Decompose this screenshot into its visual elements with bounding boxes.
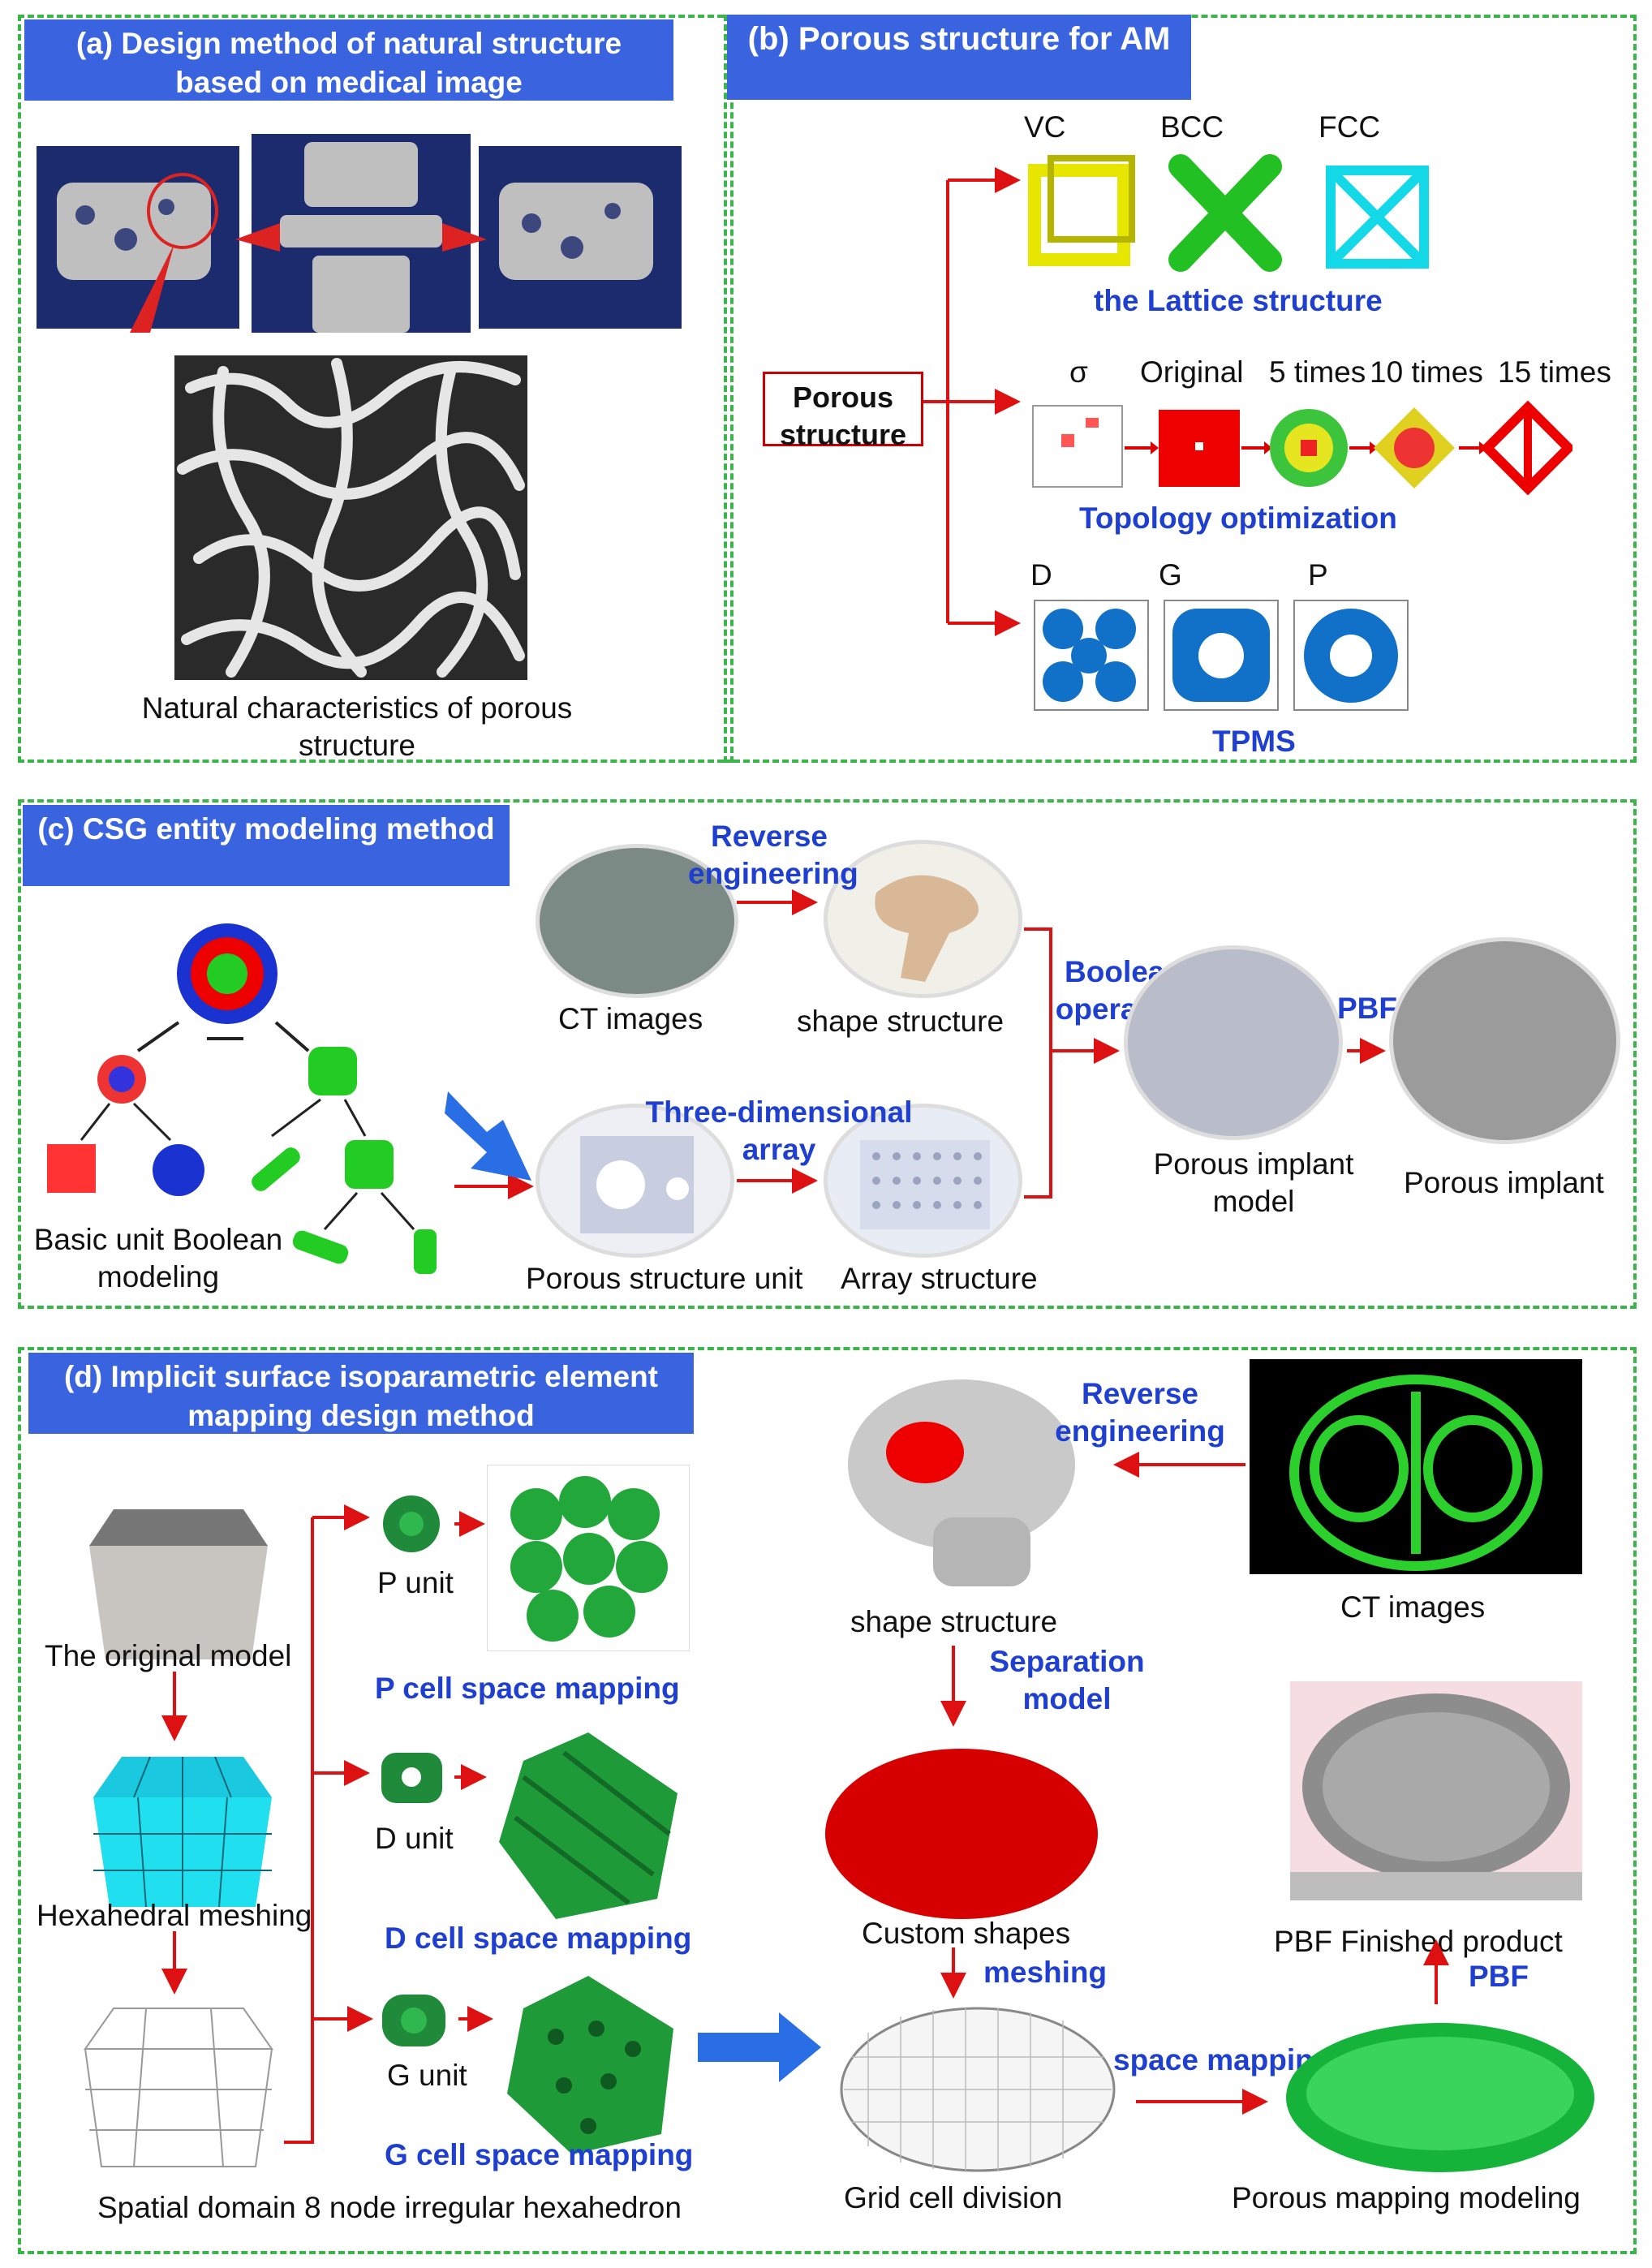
topology-title: Topology optimization	[1079, 501, 1397, 535]
ct-images-circle	[536, 844, 738, 998]
panel-a	[18, 15, 734, 763]
topo-label-10: 10 times	[1370, 355, 1483, 389]
panel-d-header: (d) Implicit surface isoparametric eleme…	[28, 1353, 694, 1434]
porous-structure-root-box: Porous structure	[763, 372, 923, 451]
basic-unit-label: Basic unit Boolean modeling	[33, 1223, 283, 1293]
porous-mapping-image	[1282, 2016, 1598, 2179]
d-unit-label: D unit	[375, 1822, 454, 1855]
p-mapping-label: P cell space mapping	[375, 1672, 680, 1705]
finished-product-image	[1290, 1681, 1582, 1900]
csg-tree-image	[41, 917, 462, 1274]
g-unit-label: G unit	[387, 2059, 467, 2092]
implant-label: Porous implant	[1404, 1166, 1604, 1199]
porous-unit-label: Porous structure unit	[526, 1262, 803, 1295]
tpms-icons	[1030, 592, 1420, 714]
tpms-label-g: G	[1159, 558, 1182, 592]
tpms-label-d: D	[1030, 558, 1052, 592]
g-unit-icon	[376, 1988, 453, 2053]
porous-mapping-label: Porous mapping modeling	[1232, 2181, 1581, 2214]
panel-b-header: (b) Porous structure for AM	[727, 15, 1191, 100]
ct-scan-image	[1250, 1359, 1582, 1574]
porous-trabecular-image	[174, 355, 527, 680]
panel-d	[18, 1347, 1637, 2254]
p-unit-array-image	[487, 1465, 690, 1651]
space-mapping-label: space mapping	[1113, 2043, 1332, 2076]
original-model-label: The original model	[45, 1639, 292, 1672]
panel-c-header: (c) CSG entity modeling method	[23, 805, 510, 886]
topo-label-sigma: σ	[1069, 355, 1088, 389]
g-mapping-label: G cell space mapping	[385, 2138, 694, 2171]
array-structure-label: Array structure	[841, 1262, 1038, 1295]
topo-label-15: 15 times	[1498, 355, 1611, 389]
array-structure-circle	[824, 1104, 1022, 1258]
panel-c	[18, 799, 1637, 1309]
ct-images-label-d: CT images	[1340, 1590, 1486, 1624]
original-model-image	[81, 1501, 276, 1663]
porous-unit-circle	[536, 1104, 734, 1258]
custom-shape-image	[820, 1741, 1103, 1927]
implant-model-circle	[1124, 945, 1343, 1140]
skull-image	[844, 1371, 1079, 1590]
d-unit-icon	[373, 1745, 450, 1810]
grid-division-image	[836, 2000, 1120, 2179]
topo-label-5: 5 times	[1269, 355, 1366, 389]
finished-product-label: PBF Finished product	[1274, 1925, 1563, 1958]
shape-structure-label-c: shape structure	[797, 1005, 1005, 1038]
spatial-domain-label: Spatial domain 8 node irregular hexahedr…	[97, 2191, 682, 2224]
d-mapping-label: D cell space mapping	[385, 1922, 692, 1955]
shape-structure-label-d: shape structure	[850, 1605, 1058, 1638]
reverse-engineering-d: Reverse engineering	[1055, 1377, 1225, 1448]
g-unit-array-image	[499, 1972, 682, 2158]
pbf-label-c: PBF	[1337, 992, 1397, 1025]
separation-model-label: Separation model	[989, 1645, 1145, 1715]
hex-meshing-label: Hexahedral meshing	[37, 1899, 312, 1932]
p-unit-label: P unit	[377, 1566, 454, 1599]
pbf-label-d: PBF	[1469, 1960, 1529, 1993]
femur-shape-circle	[824, 840, 1022, 998]
lattice-label-bcc: BCC	[1160, 110, 1224, 144]
irregular-hexahedron-image	[77, 2000, 280, 2171]
grid-division-label: Grid cell division	[844, 2181, 1063, 2214]
three-d-array-label: Three-dimensional array	[645, 1095, 913, 1166]
d-unit-array-image	[491, 1728, 686, 1923]
implant-model-label: Porous implant model	[1153, 1147, 1354, 1218]
p-unit-icon	[373, 1491, 450, 1556]
topology-icons	[1029, 398, 1576, 496]
reverse-engineering-c: Reverse engineering	[688, 820, 858, 890]
tpms-label-p: P	[1308, 558, 1328, 592]
lattice-icons	[1022, 154, 1444, 276]
custom-shapes-label: Custom shapes	[862, 1917, 1071, 1950]
hex-mesh-image	[85, 1749, 280, 1911]
ct-images-label-c: CT images	[558, 1002, 703, 1035]
natural-caption: Natural characteristics of porous struct…	[141, 691, 573, 762]
porous-implant-circle	[1389, 937, 1620, 1144]
topo-label-original: Original	[1140, 355, 1244, 389]
lattice-title: the Lattice structure	[1094, 284, 1383, 317]
panel-a-header: (a) Design method of natural structure b…	[24, 19, 673, 101]
lattice-label-fcc: FCC	[1319, 110, 1381, 144]
tpms-title: TPMS	[1212, 725, 1296, 758]
lattice-label-vc: VC	[1024, 110, 1066, 144]
bone-ct-composite-image	[37, 134, 682, 333]
meshing-label: meshing	[983, 1956, 1108, 1989]
